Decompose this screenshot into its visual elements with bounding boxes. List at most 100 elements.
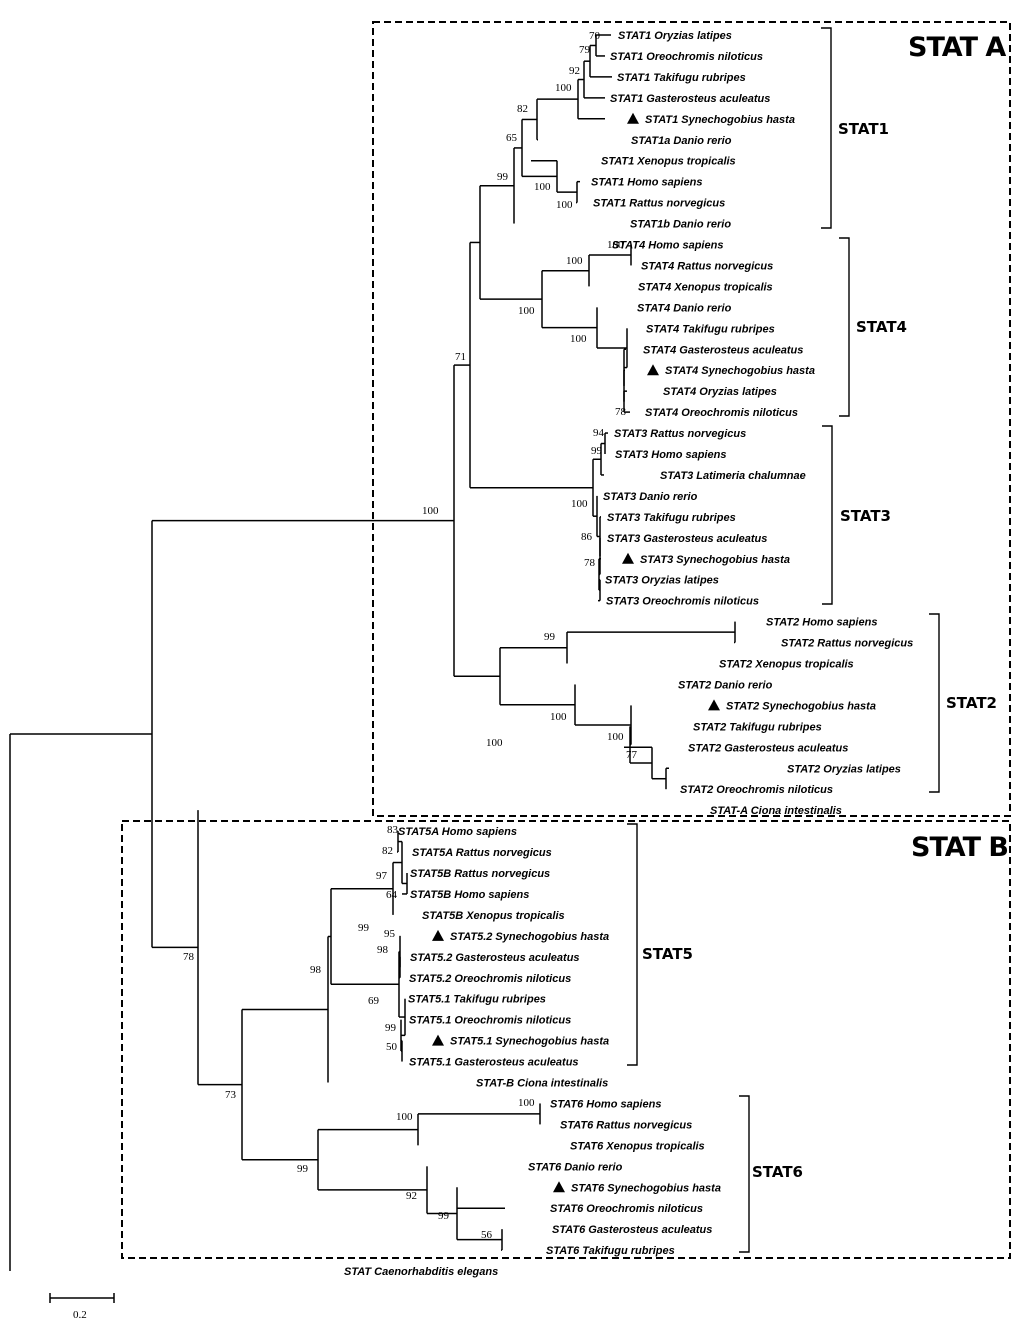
leaf-label: STAT2 Homo sapiens [766, 617, 877, 629]
tree-branches [9, 34, 736, 1272]
bootstrap-value: 50 [386, 1041, 398, 1053]
leaf-label: STAT6 Danio rerio [528, 1161, 623, 1173]
leaf-label: STAT1 Rattus norvegicus [593, 198, 725, 210]
leaf-label: STAT1 Oreochromis niloticus [610, 51, 763, 63]
stat-b-title: STAT B [911, 832, 1008, 863]
leaf-label: STAT5.2 Synechogobius hasta [450, 931, 609, 943]
stat-a-title: STAT A [908, 32, 1006, 63]
leaf-label: STAT3 Homo sapiens [615, 449, 726, 461]
leaf-label: STAT5.1 Synechogobius hasta [450, 1036, 609, 1048]
triangle-marker-icon [432, 929, 444, 941]
stat1-label: STAT1 [838, 120, 889, 138]
bootstrap-value: 78 [183, 951, 195, 963]
stat6-label: STAT6 [752, 1163, 803, 1181]
leaf-label: STAT3 Oryzias latipes [605, 575, 719, 587]
bootstrap-value: 78 [615, 406, 627, 418]
bootstrap-value: 95 [384, 928, 396, 940]
leaf-label: STAT4 Gasterosteus aculeatus [643, 344, 803, 356]
leaf-label: STAT1 Xenopus tropicalis [601, 156, 736, 168]
bootstrap-value: 86 [581, 531, 593, 543]
leaf-label: STAT1 Synechogobius hasta [645, 114, 795, 126]
leaf-label: STAT2 Oryzias latipes [787, 763, 901, 775]
leaf-label: STAT5B Rattus norvegicus [410, 868, 550, 880]
leaf-label: STAT6 Synechogobius hasta [571, 1182, 721, 1194]
leaf-label: STAT3 Rattus norvegicus [614, 428, 746, 440]
leaf-label: STAT2 Gasterosteus aculeatus [688, 742, 848, 754]
leaf-label: STAT5.1 Oreochromis niloticus [409, 1015, 571, 1027]
scale-bar-label: 0.2 [73, 1309, 87, 1321]
bootstrap-value: 98 [310, 964, 322, 976]
bootstrap-value: 79 [579, 44, 591, 56]
scale-bar: 0.2 [49, 1293, 115, 1321]
stat3-label: STAT3 [840, 507, 891, 525]
bootstrap-value: 97 [376, 870, 388, 882]
leaf-label: STAT3 Danio rerio [603, 491, 698, 503]
triangle-marker-icon [708, 699, 720, 711]
bootstrap-value: 82 [517, 103, 528, 115]
bootstrap-value: 100 [396, 1111, 413, 1123]
stat5-bracket [627, 823, 638, 1066]
leaf-label: STAT-A Ciona intestinalis [710, 805, 842, 817]
bootstrap-value: 98 [377, 944, 389, 956]
leaf-label: STAT5A Rattus norvegicus [412, 847, 552, 859]
leaf-label: STAT2 Xenopus tropicalis [719, 659, 854, 671]
bootstrap-value: 92 [406, 1190, 417, 1202]
leaf-label: STAT2 Danio rerio [678, 679, 773, 691]
bootstrap-value: 100 [422, 505, 439, 517]
leaf-label: STAT2 Oreochromis niloticus [680, 784, 833, 796]
stat4-bracket [839, 237, 850, 417]
bootstrap-value: 99 [385, 1022, 397, 1034]
bootstrap-value: 69 [368, 995, 380, 1007]
leaf-label: STAT4 Xenopus tropicalis [638, 281, 773, 293]
stat1-bracket [821, 27, 832, 229]
leaf-label: STAT4 Oreochromis niloticus [645, 407, 798, 419]
bootstrap-value: 100 [550, 711, 567, 723]
triangle-marker-icon [627, 112, 639, 124]
bootstrap-value: 100 [571, 498, 588, 510]
bootstrap-value: 100 [486, 737, 503, 749]
bootstrap-value: 78 [584, 557, 596, 569]
stat6-bracket [739, 1095, 750, 1253]
bootstrap-value: 56 [481, 1229, 493, 1241]
leaf-label: STAT4 Takifugu rubripes [646, 323, 775, 335]
stat5-label: STAT5 [642, 945, 693, 963]
bootstrap-value: 71 [455, 351, 466, 363]
bootstrap-value: 100 [534, 181, 551, 193]
leaf-label: STAT3 Synechogobius hasta [640, 554, 790, 566]
bootstrap-value: 99 [297, 1163, 309, 1175]
leaf-label: STAT6 Oreochromis niloticus [550, 1203, 703, 1215]
leaf-label: STAT1 Gasterosteus aculeatus [610, 93, 770, 105]
bootstrap-value: 100 [556, 199, 573, 211]
bootstrap-value: 92 [569, 65, 580, 77]
leaf-label: STAT1b Danio rerio [630, 219, 731, 231]
leaf-label: STAT5.1 Takifugu rubripes [408, 994, 546, 1006]
leaf-label: STAT5B Xenopus tropicalis [422, 910, 565, 922]
bootstrap-value: 99 [591, 445, 603, 457]
bootstrap-value: 83 [387, 824, 399, 836]
bootstrap-values: 7079921008265100100991001001001007871949… [183, 30, 638, 1241]
triangle-marker-icon [553, 1181, 565, 1193]
bootstrap-value: 99 [438, 1210, 450, 1222]
leaf-label: STAT Caenorhabditis elegans [344, 1266, 498, 1278]
stat-a-box [372, 21, 1011, 817]
bootstrap-value: 99 [544, 631, 556, 643]
bootstrap-value: 100 [570, 333, 587, 345]
bootstrap-value: 94 [593, 427, 605, 439]
triangle-marker-icon [647, 364, 659, 376]
stat2-bracket [929, 613, 940, 793]
leaf-label: STAT3 Takifugu rubripes [607, 512, 736, 524]
stat4-label: STAT4 [856, 318, 907, 336]
leaf-label: STAT2 Rattus norvegicus [781, 638, 913, 650]
bootstrap-value: 100 [518, 1097, 535, 1109]
leaf-label: STAT6 Gasterosteus aculeatus [552, 1224, 712, 1236]
leaf-label: STAT1a Danio rerio [631, 135, 732, 147]
leaf-label: STAT1 Takifugu rubripes [617, 72, 746, 84]
bootstrap-value: 100 [607, 731, 624, 743]
stat2-label: STAT2 [946, 694, 997, 712]
leaf-label: STAT2 Takifugu rubripes [693, 721, 822, 733]
stat3-bracket [822, 425, 833, 605]
leaf-label: STAT-B Ciona intestinalis [476, 1078, 608, 1090]
leaf-label: STAT1 Oryzias latipes [618, 30, 732, 42]
